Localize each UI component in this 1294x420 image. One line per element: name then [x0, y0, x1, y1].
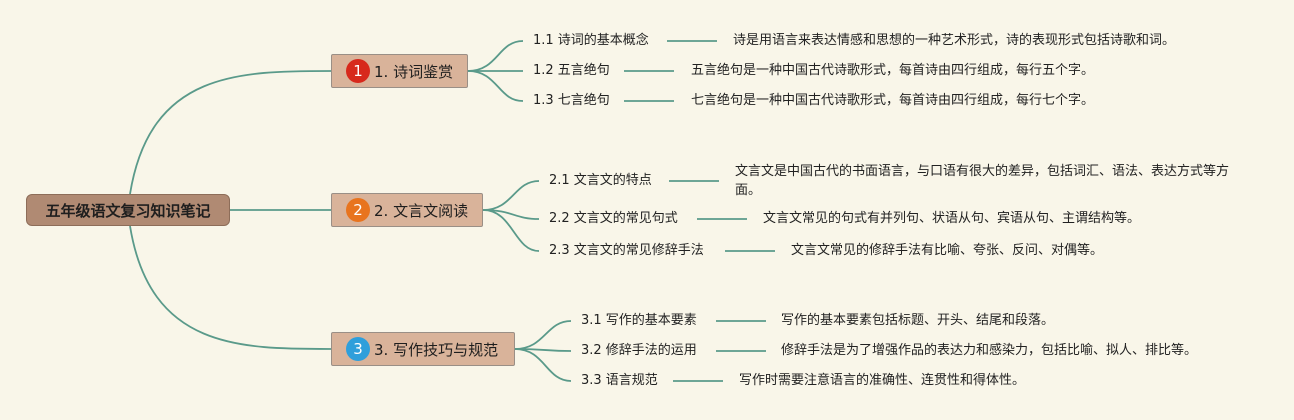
topic-2-1-note: 文言文是中国古代的书面语言，与口语有很大的差异，包括词汇、语法、表达方式等方面。: [735, 164, 1230, 198]
topic-2-2-label[interactable]: 2.2 文言文的常见句式: [549, 211, 678, 226]
branch-label: 3. 写作技巧与规范: [374, 340, 499, 359]
connector-branch-3-item-3: [514, 348, 572, 382]
connector-branch-1-item-1: [467, 40, 524, 72]
connector-branch-1-item-3: [467, 70, 524, 102]
topic-1-2-note: 五言绝句是一种中国古代诗歌形式，每首诗由四行组成，每行五个字。: [691, 63, 1095, 78]
topic-1-3-label[interactable]: 1.3 七言绝句: [533, 93, 610, 108]
topic-1-1-note: 诗是用语言来表达情感和思想的一种艺术形式，诗的表现形式包括诗歌和词。: [733, 33, 1176, 48]
connector-branch-2-item-3: [482, 209, 540, 252]
topic-1-2-label[interactable]: 1.2 五言绝句: [533, 63, 610, 78]
topic-3-3-note: 写作时需要注意语言的准确性、连贯性和得体性。: [739, 373, 1026, 388]
branch-label: 1. 诗词鉴赏: [374, 62, 454, 81]
topic-3-2-label[interactable]: 3.2 修辞手法的运用: [581, 343, 697, 358]
number-badge-icon: 1: [346, 59, 370, 83]
connector-branch-2-item-1: [482, 180, 540, 211]
topic-3-1-note: 写作的基本要素包括标题、开头、结尾和段落。: [781, 313, 1055, 328]
connector-root-branch-1: [129, 70, 332, 195]
topic-1-1-label[interactable]: 1.1 诗词的基本概念: [533, 33, 649, 48]
topic-3-2-note: 修辞手法是为了增强作品的表达力和感染力，包括比喻、拟人、排比等。: [781, 343, 1198, 358]
topic-2-2-note: 文言文常见的句式有并列句、状语从句、宾语从句、主谓结构等。: [763, 211, 1141, 226]
branch-label: 2. 文言文阅读: [374, 201, 469, 220]
topic-3-1-label[interactable]: 3.1 写作的基本要素: [581, 313, 697, 328]
topic-2-3-note: 文言文常见的修辞手法有比喻、夸张、反问、对偶等。: [791, 243, 1104, 258]
number-badge-icon: 3: [346, 337, 370, 361]
topic-2-1-label[interactable]: 2.1 文言文的特点: [549, 173, 652, 188]
topic-2-3-label[interactable]: 2.3 文言文的常见修辞手法: [549, 243, 704, 258]
topic-1-3-note: 七言绝句是一种中国古代诗歌形式，每首诗由四行组成，每行七个字。: [691, 93, 1095, 108]
connector-branch-3-item-1: [514, 320, 572, 350]
topic-3-3-label[interactable]: 3.3 语言规范: [581, 373, 658, 388]
connector-root-branch-3: [129, 225, 332, 350]
number-badge-icon: 2: [346, 198, 370, 222]
root-node[interactable]: 五年级语文复习知识笔记: [26, 194, 230, 226]
